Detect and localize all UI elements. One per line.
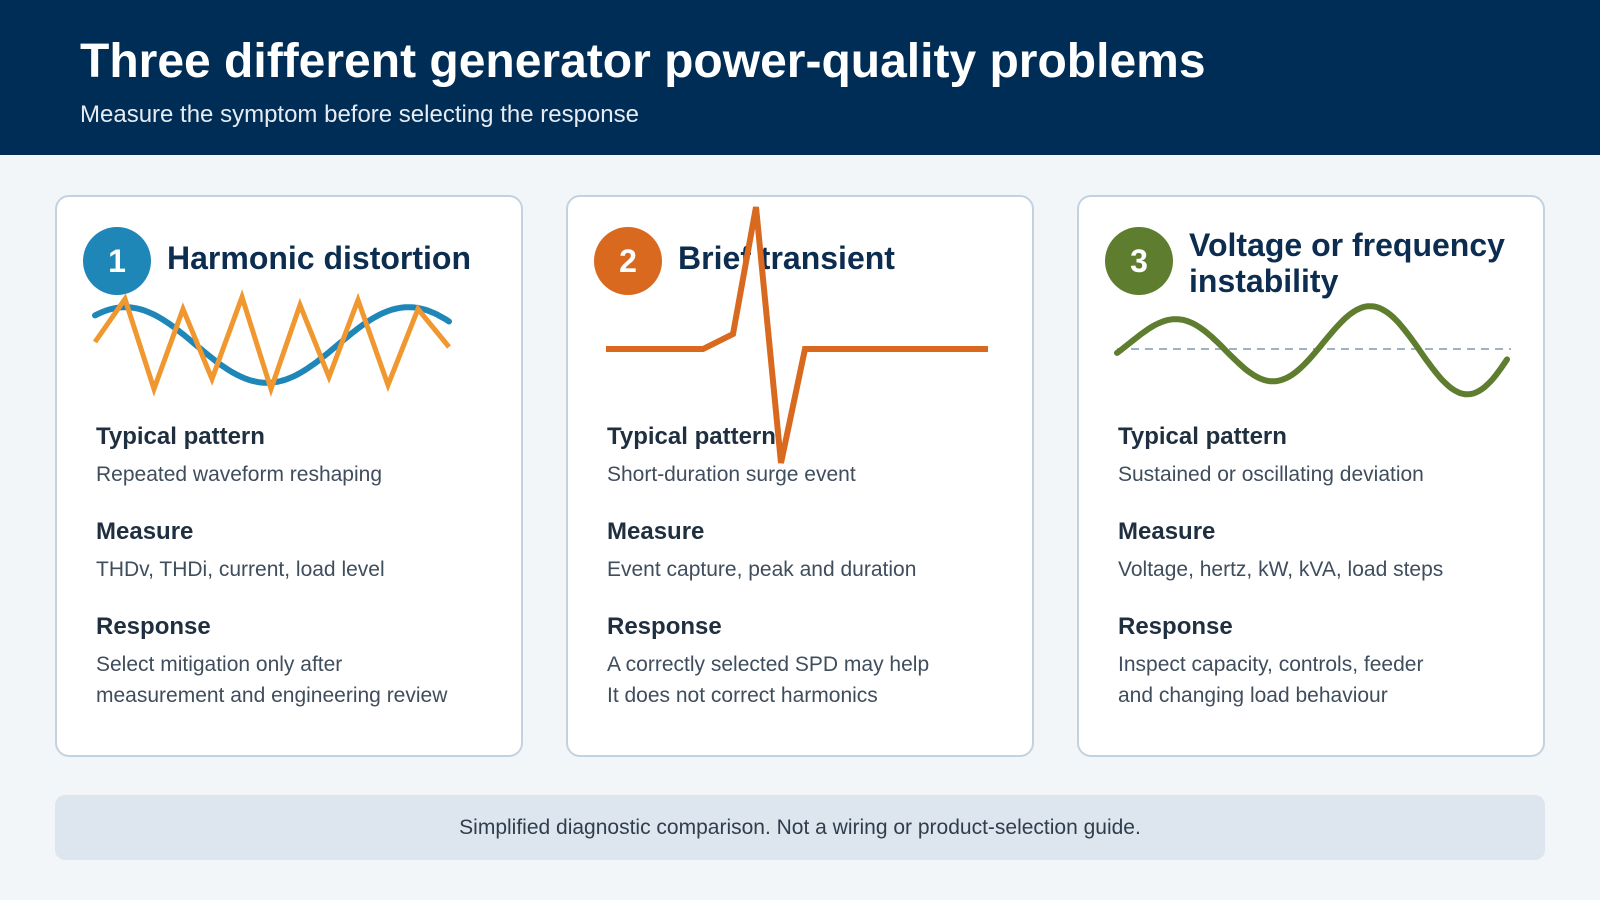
section-heading-response: Response — [1118, 613, 1233, 640]
section-heading-pattern: Typical pattern — [96, 423, 265, 450]
section-heading-pattern: Typical pattern — [607, 423, 776, 450]
section-heading-pattern: Typical pattern — [1118, 423, 1287, 450]
section-text: Sustained or oscillating deviation — [1118, 463, 1424, 486]
section-heading-response: Response — [96, 613, 211, 640]
card-title: Voltage or frequency instability — [1189, 227, 1529, 299]
section-text: It does not correct harmonics — [607, 684, 878, 707]
header-banner: Three different generator power-quality … — [0, 0, 1600, 155]
card-title-line: instability — [1189, 263, 1339, 299]
card-brief-transient: 2 Brief transient Typical pattern Short-… — [566, 195, 1034, 757]
section-text: A correctly selected SPD may help — [607, 653, 930, 676]
section-heading-measure: Measure — [607, 518, 705, 545]
card-number-badge: 3 — [1105, 227, 1173, 295]
card-harmonic-distortion: 1 Harmonic distortion Typical pattern Re… — [55, 195, 523, 757]
section-text: measurement and engineering review — [96, 684, 448, 707]
page-subtitle: Measure the symptom before selecting the… — [80, 101, 639, 128]
section-text: Inspect capacity, controls, feeder — [1118, 653, 1424, 676]
card-number-badge: 2 — [594, 227, 662, 295]
section-text: Voltage, hertz, kW, kVA, load steps — [1118, 558, 1444, 581]
fundamental-wave — [92, 304, 452, 386]
harmonic-wave — [92, 289, 451, 397]
instability-wave — [1114, 303, 1510, 398]
section-text: Select mitigation only after — [96, 653, 343, 676]
card-title: Harmonic distortion — [167, 240, 472, 276]
section-heading-measure: Measure — [96, 518, 194, 545]
footer-note: Simplified diagnostic comparison. Not a … — [55, 795, 1545, 860]
section-heading-measure: Measure — [1118, 518, 1216, 545]
section-text: Short-duration surge event — [607, 463, 856, 486]
card-number-badge: 1 — [83, 227, 151, 295]
section-text: Repeated waveform reshaping — [96, 463, 383, 486]
card-title-line: Voltage or frequency — [1189, 227, 1505, 263]
section-heading-response: Response — [607, 613, 722, 640]
section-text: THDv, THDi, current, load level — [96, 558, 385, 581]
page-title: Three different generator power-quality … — [80, 35, 1206, 88]
card-voltage-frequency-instability: 3 Voltage or frequency instability Typic… — [1077, 195, 1545, 757]
card-title: Brief transient — [678, 240, 895, 276]
section-text: and changing load behaviour — [1118, 684, 1388, 707]
section-text: Event capture, peak and duration — [607, 558, 917, 581]
